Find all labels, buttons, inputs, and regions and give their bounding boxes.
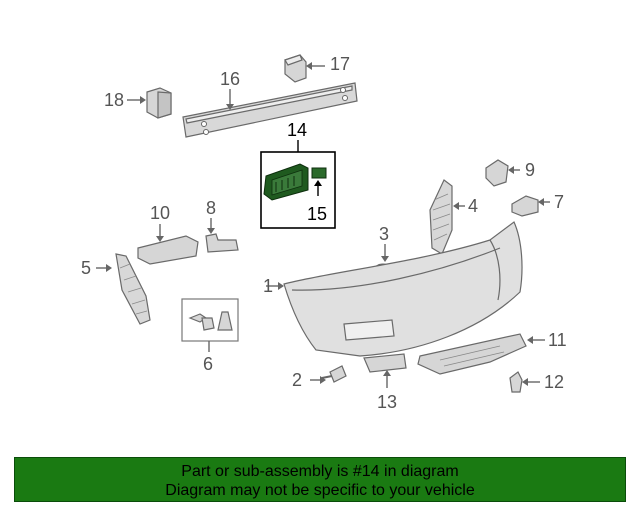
callout-10: 10 <box>150 203 170 223</box>
callout-18: 18 <box>104 90 124 110</box>
part-11-spoiler[interactable] <box>417 333 527 375</box>
callout-9: 9 <box>525 160 535 180</box>
part-12-clip[interactable] <box>509 371 523 393</box>
part-16-reinforcement[interactable] <box>182 82 358 138</box>
part-5-reflector[interactable] <box>115 253 151 325</box>
part-18-bracket[interactable] <box>146 87 172 119</box>
part-13-trim[interactable] <box>363 353 407 373</box>
part-4-reflector[interactable] <box>429 179 453 255</box>
part-1-bumper-cover[interactable] <box>283 221 523 357</box>
banner-line-1: Part or sub-assembly is #14 in diagram <box>181 463 459 480</box>
info-banner: Part or sub-assembly is #14 in diagram D… <box>14 457 626 502</box>
part-15-connector[interactable] <box>311 167 327 179</box>
callout-14: 14 <box>287 120 307 140</box>
callout-6: 6 <box>203 354 213 374</box>
callout-8: 8 <box>206 198 216 218</box>
callout-17: 17 <box>330 54 350 74</box>
callout-13: 13 <box>377 392 397 412</box>
part-14-module[interactable] <box>263 163 309 201</box>
callout-16: 16 <box>220 69 240 89</box>
part-17-bracket[interactable] <box>284 54 307 83</box>
part-2-screw[interactable] <box>321 365 347 383</box>
callout-5: 5 <box>81 258 91 278</box>
part-6-fasteners[interactable] <box>188 311 233 331</box>
callout-4: 4 <box>468 196 478 216</box>
callout-3: 3 <box>379 224 389 244</box>
part-9-clip[interactable] <box>485 159 509 187</box>
part-7-clip[interactable] <box>511 195 539 217</box>
callout-7: 7 <box>554 192 564 212</box>
callout-2: 2 <box>292 370 302 390</box>
part-8-clip[interactable] <box>205 233 239 253</box>
callout-11: 11 <box>548 330 567 350</box>
banner-line-2: Diagram may not be specific to your vehi… <box>165 482 475 499</box>
callout-1: 1 <box>263 276 273 296</box>
callout-12: 12 <box>544 372 564 392</box>
callout-15: 15 <box>307 204 327 224</box>
part-10-bracket[interactable] <box>137 235 199 265</box>
